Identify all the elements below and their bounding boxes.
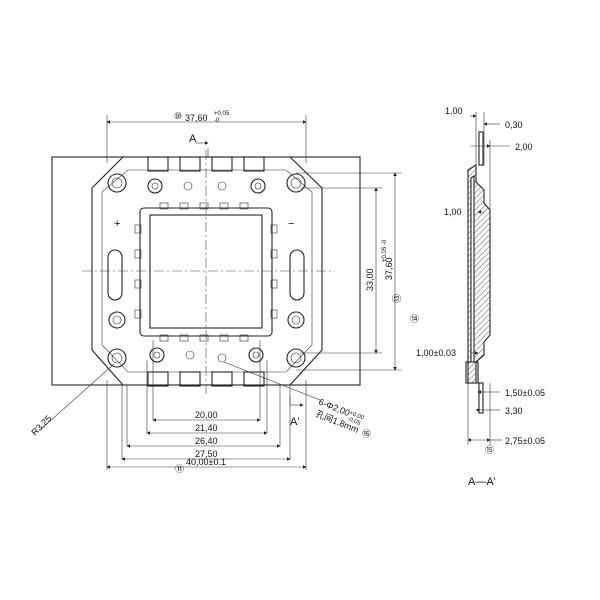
- side-dim-2-75: 2,75±0.05: [505, 436, 545, 446]
- radius-leader: [39, 363, 115, 431]
- dim-right-inner: 33,00: [365, 268, 375, 291]
- mounting-holes: [107, 173, 306, 368]
- dim-top-tol-lower: -0: [214, 118, 220, 124]
- dim-far-right-ref: ⑭: [410, 314, 419, 324]
- section-inner: [470, 174, 475, 363]
- side-view: 1,00 0,30 2,00 1,00 1,00±0.03 1,50±0.05 …: [416, 106, 545, 488]
- dim-20: 20,00: [195, 410, 218, 420]
- dim-right-outer: 37,60: [384, 257, 394, 280]
- section-mark-bottom: A': [290, 416, 299, 428]
- dim-right-outer-tol: +0.05 -0: [382, 239, 388, 262]
- dim-21: 21,40: [195, 423, 218, 433]
- dim-40: 40,00±0.1: [186, 457, 226, 467]
- bottom-pad-holes: [149, 347, 264, 363]
- dim-right-ref: ⑬: [392, 294, 402, 303]
- plus-sign: +: [114, 218, 120, 230]
- side-dim-1-00-top: 1,00: [445, 106, 463, 116]
- side-dim-3-30: 3,30: [505, 406, 523, 416]
- side-dim-lines: [467, 112, 510, 445]
- section-mark-top: A: [189, 133, 197, 145]
- minus-sign: −: [288, 218, 294, 230]
- section-bottom-lead: [478, 382, 484, 414]
- section-base: [465, 361, 479, 384]
- left-slot: [107, 249, 123, 301]
- hole-tol-lower: -0.05: [346, 416, 362, 427]
- dim-26: 26,40: [195, 436, 218, 446]
- hole-leader: [223, 361, 321, 401]
- dim-27: 27,50: [195, 449, 218, 459]
- side-dim-0-30: 0,30: [505, 120, 523, 130]
- side-dim-1-50: 1,50±0.05: [505, 388, 545, 398]
- front-view: + − A A' ⑩ 37,60 +0.05 -0 33,: [29, 111, 419, 474]
- hole-ref: ⑯: [362, 429, 371, 439]
- radius-label: R3,25: [29, 413, 53, 437]
- die-frame-tabs: [134, 202, 278, 342]
- dim-bottom-ref: ⑪: [175, 464, 184, 474]
- top-pad-holes: [147, 178, 266, 194]
- right-slot: [289, 249, 305, 301]
- hole-tol-upper: +0.00: [348, 410, 365, 421]
- body-inner-outline: [101, 169, 313, 373]
- dim-top-37-60: [106, 115, 307, 163]
- die-area: [149, 214, 263, 329]
- dim-top-value: 37,60: [185, 113, 208, 123]
- section-title: A—A': [468, 476, 496, 488]
- section-top-lead: [478, 131, 484, 166]
- side-dim-1-00-mid: 1,00: [444, 207, 462, 217]
- dim-bottom-lines: [106, 340, 307, 470]
- side-dim-2-00: 2,00: [515, 142, 533, 152]
- top-tabs: [147, 156, 265, 172]
- dim-top-tol-upper: +0.05: [214, 111, 230, 117]
- dim-right-lines: [296, 172, 402, 371]
- side-dim-1-00-pm: 1,00±0.03: [416, 348, 456, 358]
- dim-top-ref: ⑩: [174, 111, 182, 121]
- side-ref: ⑮: [485, 445, 494, 455]
- bottom-tabs: [147, 371, 265, 387]
